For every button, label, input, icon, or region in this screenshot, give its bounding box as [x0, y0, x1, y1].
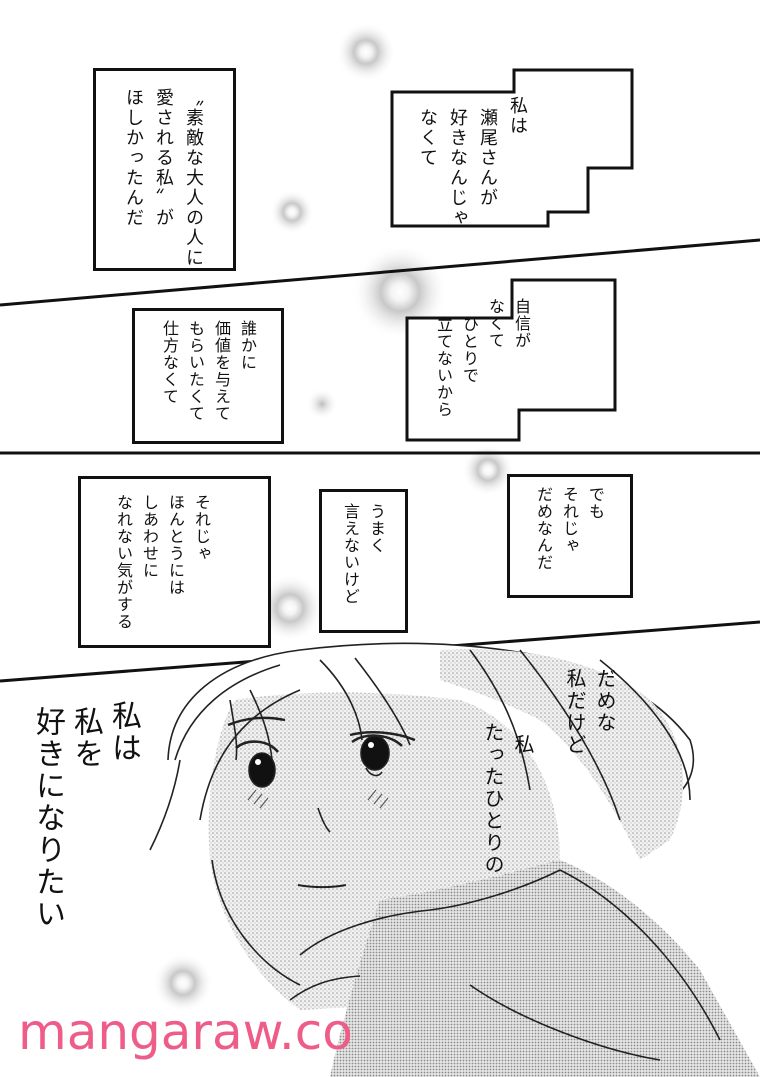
caption-line: なくて [417, 108, 438, 168]
monologue-line: たったひとりの [481, 722, 505, 876]
caption-line: もらいたくて [186, 320, 205, 422]
caption-line: だめなんだ [534, 486, 553, 571]
caption-box-1b [390, 68, 634, 228]
caption-box-3c [507, 474, 633, 598]
caption-text-1a: 〝素敵な大人の人に 愛される私〟が ほしかったんだ [118, 88, 208, 268]
watermark-text: mangaraw.co [18, 1003, 353, 1061]
caption-line: それじゃ [560, 486, 579, 554]
monologue-line: 私を [68, 706, 103, 770]
caption-box-2b [405, 278, 617, 442]
girl-illustration [149, 642, 760, 1077]
monologue-right-b: 私 たったひとりの [478, 722, 538, 876]
monologue-line: 好きになりたい [30, 706, 65, 930]
caption-line: 言えないけど [341, 503, 360, 605]
caption-line: 〝素敵な大人の人に [183, 88, 204, 268]
monologue-line: 私 [511, 734, 535, 756]
monologue-line: 私だけど [563, 668, 587, 756]
caption-line: 好きなんじゃ [447, 108, 468, 228]
caption-text-3c: でも それじゃ だめなんだ [530, 486, 608, 571]
caption-line: 価値を与えて [212, 320, 231, 422]
caption-line: 瀬尾さんが [477, 108, 498, 208]
caption-text-3a: それじゃ ほんとうには しあわせに なれない気がする [110, 494, 214, 630]
caption-line: ほしかったんだ [123, 88, 144, 228]
caption-line: なくて [486, 298, 505, 349]
caption-line: ほんとうには [166, 494, 185, 596]
caption-line: なれない気がする [114, 494, 133, 630]
caption-line: うまく [367, 503, 386, 554]
caption-line: 私は [507, 96, 528, 136]
caption-box-3a [78, 476, 271, 648]
caption-line: 立てないから [434, 316, 453, 418]
caption-line: 自信が [512, 298, 531, 349]
monologue-line: 私は [106, 700, 141, 764]
caption-line: 愛される私〟が [153, 88, 174, 228]
caption-text-3b: うまく 言えないけど [337, 503, 389, 605]
monologue-line: だめな [593, 668, 617, 734]
caption-text-2b: 自信が なくて ひとりで 立てないから [430, 298, 534, 418]
caption-line: それじゃ [192, 494, 211, 562]
monologue-left: 私は 私を 好きになりたい [28, 700, 142, 930]
caption-line: 仕方なくて [160, 320, 179, 405]
caption-text-2a: 誰かに 価値を与えて もらいたくて 仕方なくて [156, 320, 260, 422]
caption-box-3b [319, 489, 408, 633]
caption-text-1b: 私は 瀬尾さんが 好きなんじゃ なくて [412, 96, 532, 228]
monologue-right-a: だめな 私だけど [560, 668, 620, 756]
caption-box-1a [93, 68, 236, 271]
caption-line: しあわせに [140, 494, 159, 579]
caption-line: でも [586, 486, 605, 520]
caption-line: 誰かに [238, 320, 257, 371]
caption-line: ひとりで [460, 316, 479, 384]
caption-box-2a [132, 308, 284, 444]
